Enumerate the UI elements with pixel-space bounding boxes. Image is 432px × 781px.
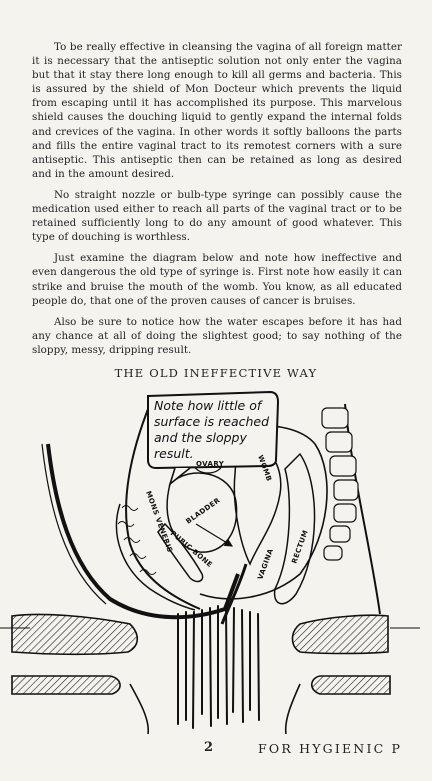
body-text: To be really effective in cleansing the … (32, 40, 402, 364)
callout-box: Note how little of surface is reached an… (147, 390, 280, 487)
rectum (273, 452, 316, 605)
dripping-streaks (177, 605, 260, 729)
syringe-tube (46, 443, 240, 620)
paragraph-1: To be really effective in cleansing the … (32, 41, 402, 180)
abdomen-outline (125, 403, 201, 610)
hair-marks (117, 505, 157, 575)
label-rectum: RECTUM (290, 529, 310, 565)
paragraph-4: Also be sure to notice how the water esc… (32, 315, 402, 356)
paragraph-2: No straight nozzle or bulb-type syringe … (32, 188, 402, 244)
anatomy-diagram: Note how little of surface is reached an… (0, 390, 420, 735)
paragraph-3: Just examine the diagram below and note … (32, 252, 402, 307)
label-bladder: BLADDER (185, 496, 222, 526)
label-ovary: OVARY (196, 460, 225, 468)
back-outline (344, 403, 381, 615)
vagina (220, 563, 248, 625)
mons-veneris (115, 503, 196, 611)
seat (11, 613, 391, 735)
page-number: 2 (204, 740, 214, 755)
label-vagina: VAGINA (256, 547, 275, 580)
callout-line-3: and the sloppy (154, 430, 247, 445)
footer-text: FOR HYGIENIC P (258, 741, 403, 756)
label-pubic-bone: PUBIC BONE (169, 529, 214, 569)
spine (321, 407, 359, 561)
flow-arrow (195, 523, 234, 547)
pubic-bone (157, 522, 204, 583)
diagram-title: THE OLD INEFFECTIVE WAY (114, 366, 318, 380)
callout-line-1: Note how little of (154, 398, 263, 413)
callout-line-2: surface is reached (154, 414, 269, 429)
callout-line-4: result. (154, 446, 194, 461)
